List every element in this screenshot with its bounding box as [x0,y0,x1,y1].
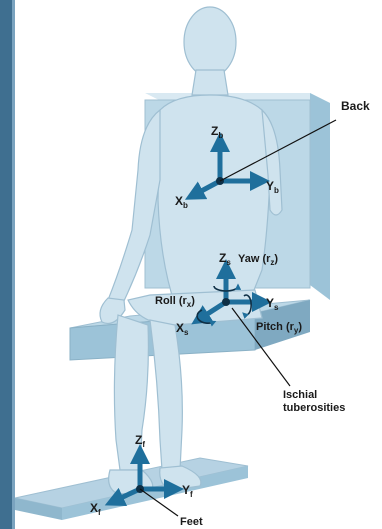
ischial-label-line1: Ischial [283,389,317,401]
back-label: Back [341,99,370,113]
feet-label: Feet [180,516,203,528]
seat-y-label: Ys [266,296,279,312]
left-border-highlight [12,0,15,529]
feet-z-label: Zf [135,433,145,449]
human-figure [100,7,282,494]
seat-origin-dot [222,298,230,306]
ischial-label-line2: tuberosities [283,402,345,414]
left-border-band [0,0,12,529]
